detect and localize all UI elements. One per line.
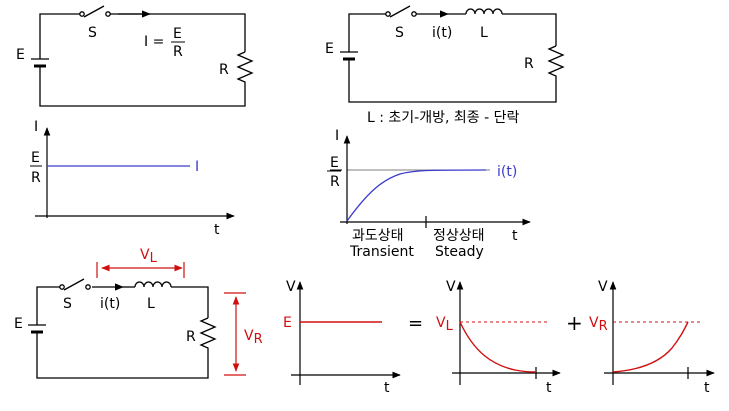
g2-steady-ko: 정상상태 [433, 228, 485, 244]
c3-vl-marker [96, 262, 185, 278]
c1-switch-pin [105, 11, 111, 17]
g4-y-label: V [446, 279, 456, 295]
c3-wire-left-top [36, 286, 60, 318]
c3-label-e: E [14, 316, 23, 332]
g2-x-label: t [512, 228, 518, 244]
c3-switch-blade [63, 278, 85, 291]
g1-x-label: t [214, 222, 220, 238]
c2-wire-bottom [348, 66, 557, 103]
c1-label-e: E [16, 47, 25, 63]
c1-wire-bottom [39, 72, 246, 107]
circuit-2 [340, 5, 565, 103]
equals-sign: = [408, 313, 423, 334]
c2-inductor [465, 8, 503, 15]
c1-wire-left-top [39, 13, 80, 52]
c1-resistor [236, 51, 254, 86]
c1-wire-top-right [108, 13, 246, 52]
g2-curve-label: i(t) [497, 164, 517, 180]
g2-steady-en: Steady [435, 244, 484, 260]
plus-sign: + [566, 311, 583, 335]
circuit-1 [31, 5, 254, 107]
g2-level-denominator: R [330, 174, 340, 190]
c2-wire-right [502, 13, 557, 46]
graph-5 [604, 281, 715, 385]
graph-4 [452, 281, 561, 385]
c3-label-l: L [147, 296, 155, 312]
g5-level-label: VR [589, 315, 608, 334]
g1-curve-label: I [195, 159, 199, 175]
c2-label-i: i(t) [432, 25, 452, 41]
c2-inductor-note: L : 초기-개방, 최종 - 단락 [367, 110, 519, 126]
g4-decay-curve [459, 321, 537, 373]
g5-y-label: V [598, 279, 608, 295]
g1-level-denominator: R [31, 170, 41, 186]
g4-x-label: t [546, 380, 552, 396]
c3-vl-label: VL [140, 247, 158, 266]
c3-inductor [134, 281, 172, 288]
g3-x-label: t [384, 380, 390, 396]
c3-vr-marker [224, 292, 246, 376]
g3-y-label: V [286, 279, 296, 295]
c2-label-r: R [524, 56, 534, 72]
c3-label-r: R [186, 329, 196, 345]
g2-y-label: I [335, 128, 339, 144]
g3-level-label: E [283, 315, 292, 331]
c3-vr-label: VR [244, 328, 263, 347]
graph-3 [291, 281, 401, 385]
g1-y-label: I [34, 119, 38, 135]
c3-wire-bottom [36, 338, 209, 379]
c2-label-s: S [395, 25, 404, 41]
g2-rise-curve [346, 169, 487, 222]
c3-label-s: S [63, 296, 72, 312]
g2-transient-ko: 과도상태 [352, 228, 404, 244]
g5-rise-curve [612, 321, 689, 373]
g4-level-label: VL [436, 315, 454, 334]
c2-label-e: E [325, 41, 334, 57]
c2-label-l: L [480, 25, 488, 41]
g2-level-numerator: E [330, 155, 339, 171]
c2-switch-blade [389, 5, 411, 18]
g1-level-numerator: E [31, 150, 40, 166]
graph-2 [330, 135, 531, 228]
c1-ohm-left: I = [144, 34, 164, 50]
c1-label-r: R [219, 62, 229, 78]
graph-1 [30, 127, 235, 220]
c3-resistor [199, 317, 217, 350]
c2-wire-left-top [348, 13, 386, 42]
c1-ohm-denominator: R [173, 44, 183, 60]
c3-wire-right [171, 286, 209, 318]
c1-label-s: S [88, 25, 97, 41]
circuit-3 [28, 278, 217, 379]
c3-label-i: i(t) [100, 296, 120, 312]
g5-x-label: t [704, 380, 710, 396]
c1-switch-pin [79, 11, 85, 17]
c2-resistor [547, 45, 565, 80]
c1-switch-blade [83, 5, 105, 18]
c1-ohm-numerator: E [173, 26, 182, 42]
g2-transient-en: Transient [349, 244, 414, 260]
